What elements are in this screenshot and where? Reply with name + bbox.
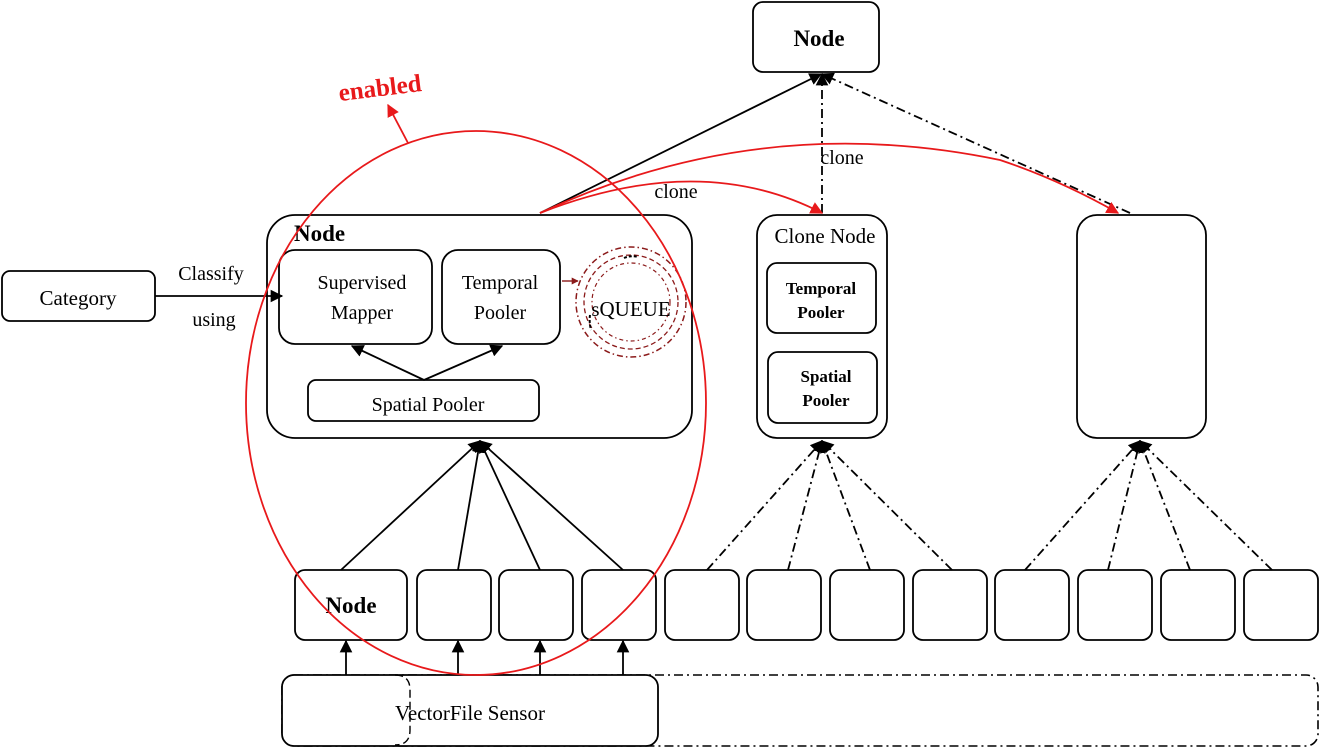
clone-arc-to-third-node [539, 142, 1120, 214]
clone-temporal-line2: Pooler [797, 303, 845, 322]
edge-sp-temporal [423, 344, 504, 381]
edge-b12-third [1139, 440, 1273, 571]
squeue-label: sQUEUE [591, 297, 670, 321]
bottom-node-12 [1243, 569, 1319, 641]
third-node-box [1076, 214, 1207, 439]
clone-node-label: Clone Node [775, 224, 876, 248]
edge-b7-clone [820, 439, 871, 571]
edge-sp-supervised [350, 345, 425, 381]
enabled-label: enabled [337, 70, 423, 107]
edge-b5-clone [706, 440, 823, 571]
clone-spatial-line1: Spatial [800, 367, 851, 386]
clone-temporal-line1: Temporal [786, 279, 856, 298]
edge-b1-main [340, 440, 481, 571]
using-label: using [192, 309, 235, 331]
edge-b2-main [457, 439, 485, 571]
bottom-node-main [294, 569, 408, 641]
clone-temporal-box [766, 262, 877, 334]
temporal-pooler-box [441, 249, 561, 345]
edge-b11-third [1138, 439, 1191, 571]
supervised-mapper-box [278, 249, 433, 345]
squeue-icon [575, 246, 687, 358]
bottom-node-4 [581, 569, 657, 641]
bottom-node-11 [1160, 569, 1236, 641]
bottom-node-5 [664, 569, 740, 641]
edge-b10-third [1107, 439, 1144, 571]
edge-b3-main [479, 439, 541, 571]
bottom-node-7 [829, 569, 905, 641]
spatial-pooler-label: Spatial Pooler [372, 394, 485, 416]
bottom-node-label: Node [325, 593, 376, 618]
bottom-node-10 [1077, 569, 1153, 641]
top-node-label: Node [793, 26, 844, 51]
clone-label-mid: clone [654, 181, 697, 203]
top-node-box [752, 1, 880, 73]
edge-main-top [539, 73, 823, 214]
edge-b8-clone [821, 440, 953, 571]
bottom-node-2 [416, 569, 492, 641]
bottom-node-9 [994, 569, 1070, 641]
clone-arc-to-clone-node [539, 180, 824, 214]
supervised-mapper-line1: Supervised [318, 272, 407, 294]
temporal-pooler-line1: Temporal [462, 272, 539, 294]
temporal-pooler-line2: Pooler [474, 302, 527, 324]
clone-spatial-box [767, 351, 878, 424]
enabled-region [245, 130, 707, 676]
classify-label: Classify [178, 263, 244, 285]
clone-label-top: clone [820, 147, 863, 169]
edge-b6-clone [787, 439, 826, 571]
edge-b9-third [1024, 440, 1141, 571]
bottom-node-8 [912, 569, 988, 641]
clone-spatial-line2: Pooler [802, 391, 850, 410]
edge-b4-main [479, 440, 624, 571]
bottom-node-3 [498, 569, 574, 641]
sensor-label: VectorFile Sensor [395, 701, 545, 725]
sensor-inner-divider [394, 674, 411, 746]
bottom-node-6 [746, 569, 822, 641]
enabled-pointer [387, 103, 409, 144]
category-label: Category [40, 286, 117, 310]
supervised-mapper-line2: Mapper [331, 302, 394, 324]
